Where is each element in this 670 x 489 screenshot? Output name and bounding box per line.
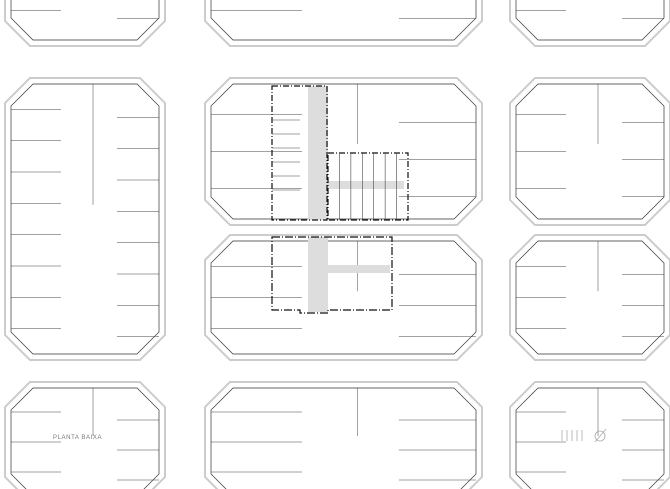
street-edge [4,77,166,361]
block-outline [210,83,477,220]
wing-east-upper [327,152,409,221]
street-edge [509,77,670,226]
block-outline [515,83,665,220]
block-outline [210,387,477,489]
street-edge [4,0,166,47]
corridor-upper [308,86,328,220]
wing-lower [271,236,393,314]
block-outline [10,387,160,489]
street-edge [204,381,483,489]
block-outline [210,0,477,41]
street-edge [509,0,670,47]
block-outline [10,83,160,355]
drawing-title: PLANTA BAIXA [53,435,103,441]
block-outline [515,240,665,355]
block-outline [515,0,665,41]
building-footprint [271,85,409,314]
block-outline [10,0,160,41]
scale-bar-icon [561,428,607,443]
block-outline [515,387,665,489]
corridor-lower [308,237,328,312]
street-edge [4,381,166,489]
corridor-lower-east [328,265,390,273]
corridor-upper-east [328,181,404,189]
street-edge [204,234,483,361]
street-edge [509,381,670,489]
street-edge [204,77,483,226]
wing-west-upper [271,85,328,221]
street-edge [509,234,670,361]
block-outline [210,240,477,355]
north-arrow-icon [594,428,607,443]
city-blocks [4,0,670,489]
street-edge [204,0,483,47]
